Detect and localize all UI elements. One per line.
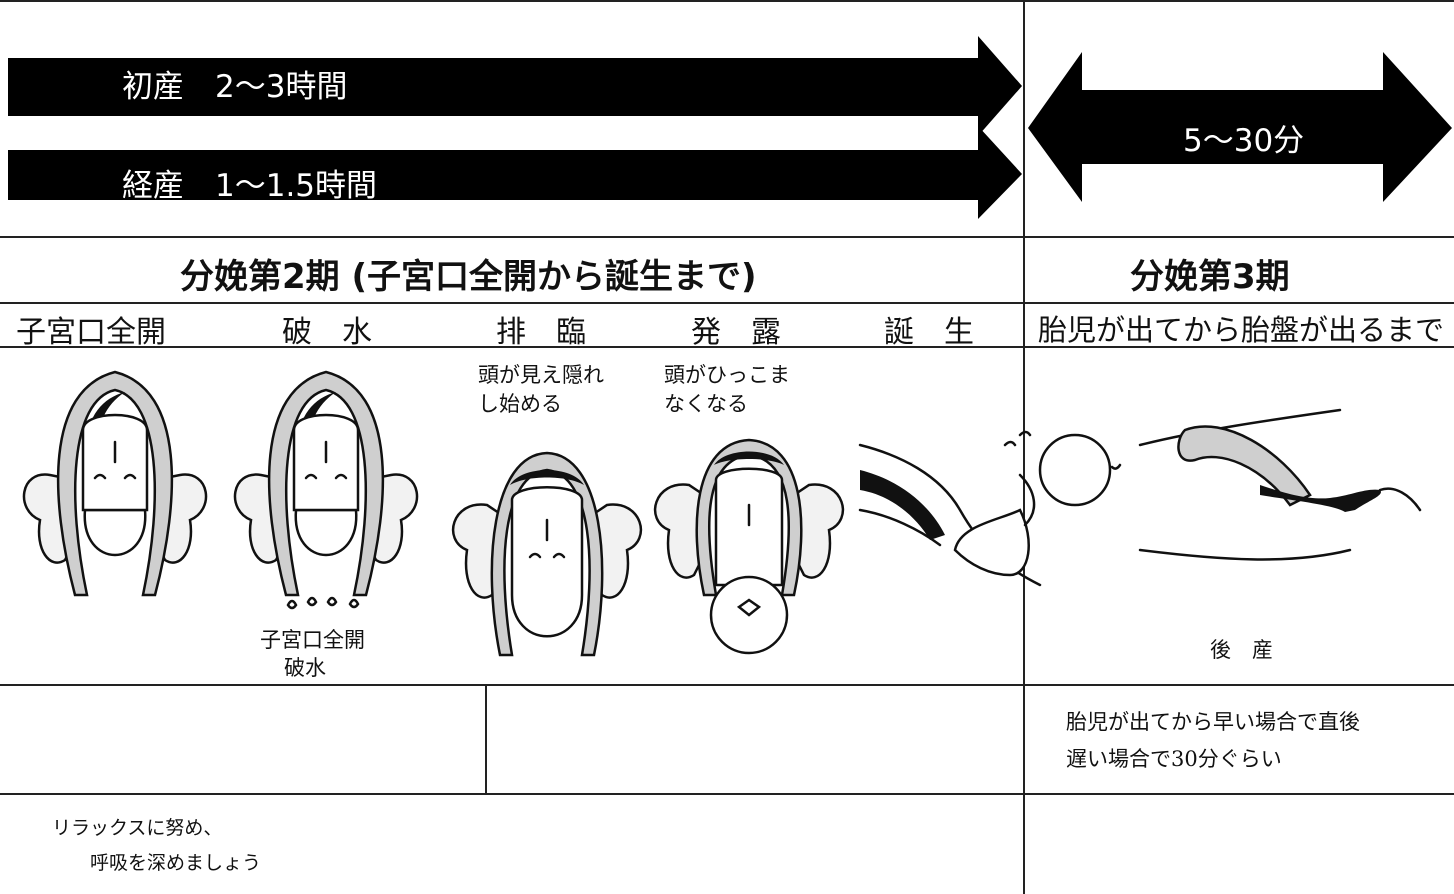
caption-rupture-2: 破水 [284,656,326,680]
arrow-primipara [8,36,1022,136]
caption-crowning-start-1: 頭が見え隠れ [478,363,604,387]
uterus-rupture-icon [233,370,419,610]
note-stage3-timing-2: 遅い場合で30分ぐらい [1066,747,1282,771]
multipara-label: 経産 1〜1.5時間 [122,168,378,204]
uterus-full-dilation-icon [22,370,208,597]
note-relax-2: 呼吸を深めましょう [90,852,262,874]
outer-top-border [0,0,1454,2]
caption-crowning-2: なくなる [664,392,748,416]
crowning-icon [653,438,845,655]
phase-rupture: 破 水 [282,315,372,350]
middle-divider [485,684,487,794]
arrow-stage3 [1028,52,1452,202]
placenta-delivery-icon [1138,408,1422,561]
phase-birth: 誕 生 [884,315,974,350]
phase-stage3-desc: 胎児が出てから胎盤が出るまで [1038,313,1445,347]
stage3-duration-label: 5〜30分 [1183,123,1305,159]
phase-crowning: 発 露 [691,315,781,350]
row-line-3 [0,346,1454,348]
phase-crowning-start: 排 臨 [496,315,586,350]
caption-rupture-1: 子宮口全開 [260,628,365,652]
stage-divider [1023,0,1025,894]
phase-full-dilation: 子宮口全開 [16,315,166,350]
row-line-2 [0,302,1454,304]
newborn-birth-icon [858,430,1122,587]
crowning-start-icon [451,451,643,657]
note-stage3-timing-1: 胎児が出てから早い場合で直後 [1066,710,1360,734]
caption-crowning-start-2: し始める [478,392,562,416]
caption-crowning-1: 頭がひっこま [664,363,790,387]
arrow-multipara [8,126,1022,219]
row-line-1 [0,236,1454,238]
stage3-heading: 分娩第3期 [1130,257,1290,297]
row-line-4 [0,684,1454,686]
caption-afterbirth: 後 産 [1210,638,1273,662]
row-line-5 [0,793,1454,795]
stage2-heading: 分娩第2期 (子宮口全開から誕生まで) [180,257,757,297]
note-relax-1: リラックスに努め、 [52,817,223,839]
primipara-label: 初産 2〜3時間 [122,69,348,105]
